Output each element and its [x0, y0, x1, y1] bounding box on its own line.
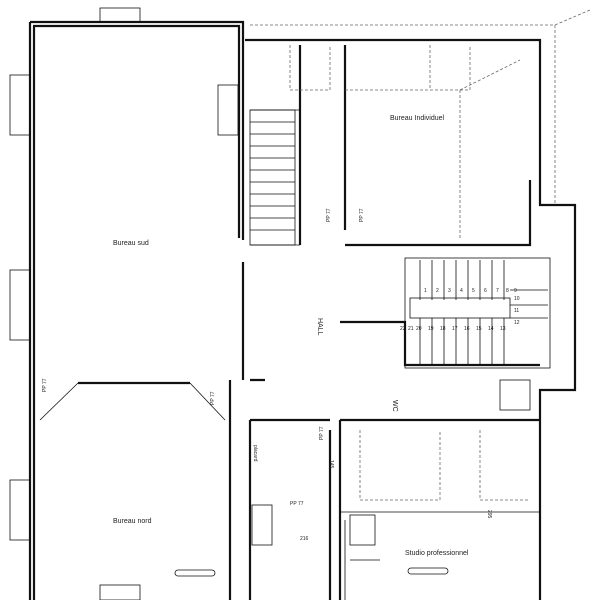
stair-number: 16 — [464, 326, 470, 332]
right-block-walls — [174, 9, 591, 600]
stair-number: 1 — [424, 288, 427, 294]
door-label: PP 77 — [319, 426, 325, 440]
dimension: 145 — [328, 460, 334, 469]
stair-number: 6 — [484, 288, 487, 294]
door-label: PP 77 — [290, 501, 304, 507]
stair-number: 8 — [506, 288, 509, 294]
stair-number: 2 — [436, 288, 439, 294]
room-label-studio: Studio professionnel — [405, 550, 469, 557]
stair-number: 3 — [448, 288, 451, 294]
stair-number: 4 — [460, 288, 463, 294]
stair-number: 22 — [400, 326, 406, 332]
stair-number: 20 — [416, 326, 422, 332]
stair-number: 11 — [514, 308, 519, 314]
stair-north — [249, 109, 296, 246]
door-label: PP 77 — [42, 378, 48, 392]
stair-number: 13 — [500, 326, 506, 332]
room-label-wc: WC — [391, 400, 398, 412]
dimension: 295 — [486, 510, 492, 519]
dimension: 216 — [300, 536, 309, 542]
stair-number: 7 — [496, 288, 499, 294]
door-label: PP 77 — [210, 391, 216, 405]
stair-central — [340, 257, 551, 369]
room-label-bureau-nord: Bureau nord — [113, 518, 152, 525]
room-label-bureau-individuel: Bureau Individuel — [390, 115, 445, 122]
stair-number: 10 — [514, 296, 520, 302]
placard-label: placard — [252, 445, 258, 462]
stair-number: 9 — [514, 288, 517, 294]
door-label: PP 77 — [326, 208, 332, 222]
stair-number: 18 — [440, 326, 446, 332]
door-label: PP 77 — [359, 208, 365, 222]
left-block-walls — [9, 7, 245, 600]
stair-number: 15 — [476, 326, 482, 332]
room-label-bureau-sud: Bureau sud — [113, 240, 149, 247]
room-label-hall: HALL — [316, 318, 323, 336]
stair-number: 14 — [488, 326, 494, 332]
stair-number: 17 — [452, 326, 458, 332]
stair-number: 12 — [514, 320, 520, 326]
stair-numbers: 1 2 3 4 5 6 7 8 9 10 11 12 13 14 15 16 1… — [400, 288, 520, 332]
stair-number: 19 — [428, 326, 434, 332]
stair-number: 21 — [408, 326, 414, 332]
stair-number: 5 — [472, 288, 475, 294]
